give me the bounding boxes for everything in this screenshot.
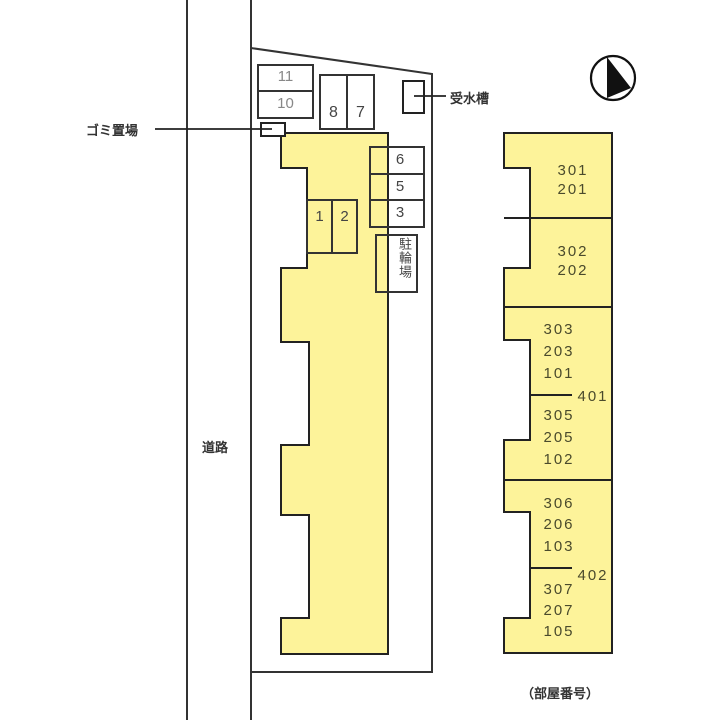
room-205: 205 <box>543 429 575 446</box>
stall-10: 10 <box>277 95 294 112</box>
bicycle-parking <box>375 234 418 293</box>
room-303: 303 <box>543 321 575 338</box>
room-402: 402 <box>577 567 609 584</box>
bicycle-parking-label: 駐輪場 <box>396 237 411 279</box>
room-301: 301 <box>557 162 589 179</box>
room-207: 207 <box>543 602 575 619</box>
room-101: 101 <box>543 365 575 382</box>
room-306: 306 <box>543 495 575 512</box>
stall-7: 7 <box>356 104 365 121</box>
room-305: 305 <box>543 407 575 424</box>
lot-boundary <box>250 47 433 673</box>
parking-stall-6-5-3 <box>369 146 425 228</box>
room-102: 102 <box>543 451 575 468</box>
stall-8: 8 <box>329 104 338 121</box>
stall-1: 1 <box>315 208 324 225</box>
room-401: 401 <box>577 388 609 405</box>
room-206: 206 <box>543 516 575 533</box>
room-307: 307 <box>543 581 575 598</box>
stall-11: 11 <box>277 68 294 85</box>
stall-3: 3 <box>395 204 405 221</box>
room-202: 202 <box>557 262 589 279</box>
building-east <box>503 132 613 654</box>
north-arrow-icon <box>589 54 637 102</box>
room-203: 203 <box>543 343 575 360</box>
water-tank-label: 受水槽 <box>450 92 490 107</box>
road-label: 道路 <box>202 441 229 456</box>
room-numbers-caption: （部屋番号） <box>521 687 600 702</box>
room-103: 103 <box>543 538 575 555</box>
water-tank <box>402 80 425 114</box>
garbage-label: ゴミ置場 <box>86 124 139 139</box>
room-302: 302 <box>557 243 589 260</box>
stall-2: 2 <box>340 208 349 225</box>
stall-6: 6 <box>395 151 405 168</box>
room-105: 105 <box>543 623 575 640</box>
room-201: 201 <box>557 181 589 198</box>
stall-5: 5 <box>395 178 405 195</box>
